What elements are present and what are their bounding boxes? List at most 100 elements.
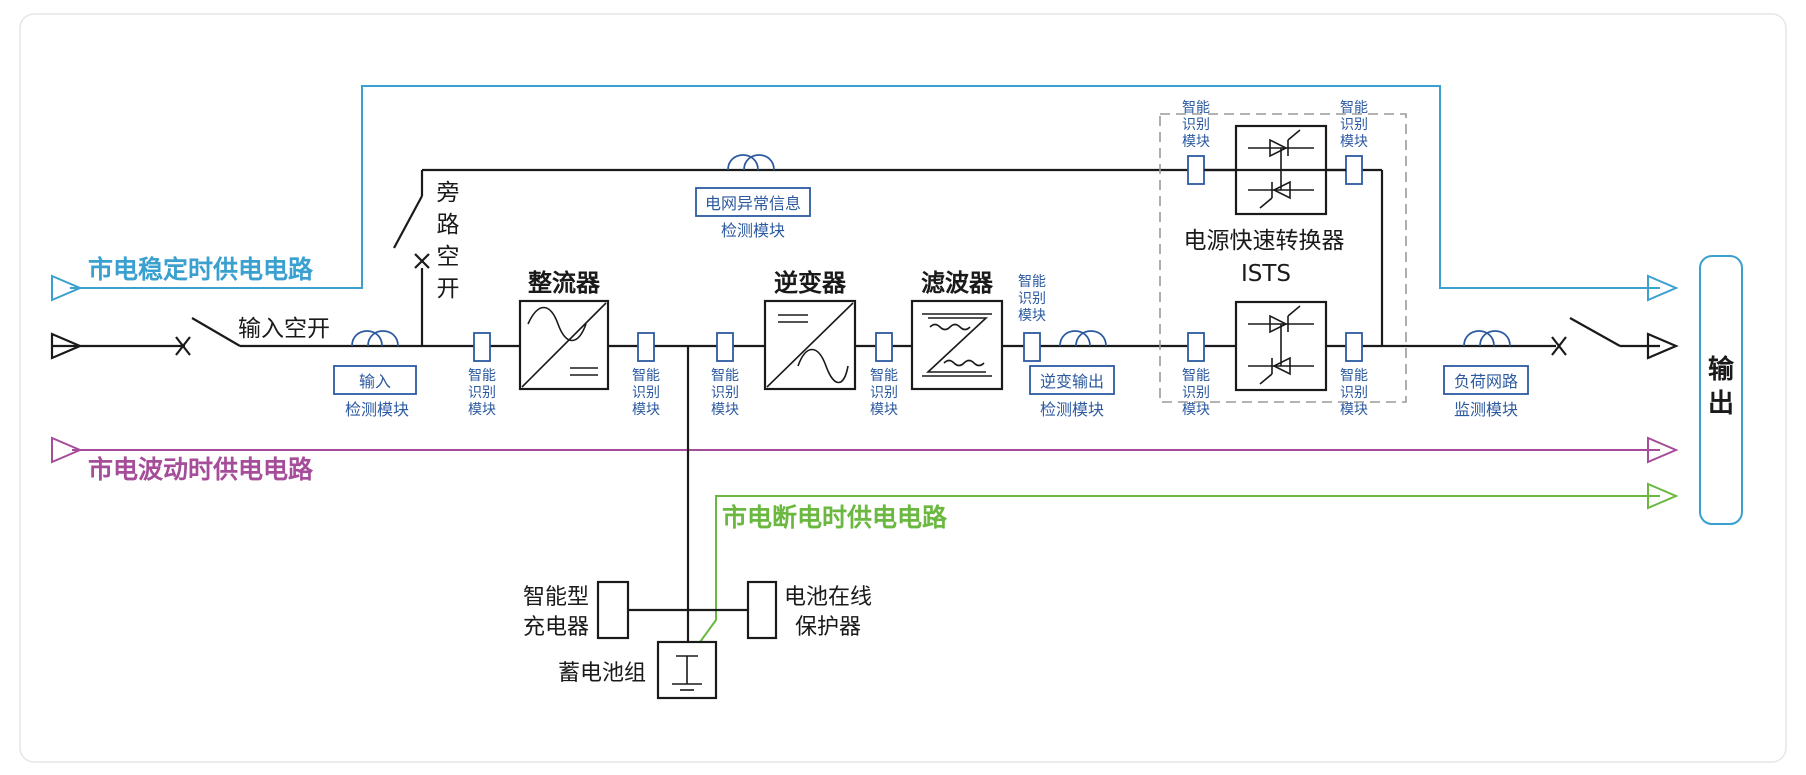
smart-id-box [473, 332, 491, 362]
rectifier-label: 整流器 [528, 269, 601, 297]
svg-text:智能: 智能 [632, 368, 660, 384]
svg-text:智能: 智能 [1182, 368, 1210, 384]
input-module-sub: 检测模块 [345, 400, 409, 419]
svg-text:识别: 识别 [1340, 385, 1368, 401]
smart-id-box [1023, 332, 1041, 362]
smart-id-label: 智能 识别 模块 [1018, 274, 1046, 324]
battery-protector [746, 580, 778, 640]
smart-id-label: 智能 识别 模块 [468, 368, 496, 418]
smart-id-label: 智能 识别 模块 [711, 368, 739, 418]
smart-id-label: 智能 识别 模块 [1182, 100, 1210, 150]
stable-path-label: 市电稳定时供电电路 [88, 255, 314, 284]
smart-charger [596, 580, 630, 640]
smart-id-label: 智能 识别 模块 [1340, 100, 1368, 150]
svg-text:智能: 智能 [711, 368, 739, 384]
svg-text:模块: 模块 [1018, 308, 1046, 324]
inverter-output-sub: 检测模块 [1040, 400, 1104, 419]
smart-id-label: 智能 识别 模块 [870, 368, 898, 418]
inverter: 逆变器 [763, 269, 857, 391]
load-monitoring-module: 负荷网路 监测模块 [1443, 330, 1529, 419]
svg-text:模块: 模块 [632, 402, 660, 418]
svg-text:识别: 识别 [870, 385, 898, 401]
fluct-out-arrow [1647, 436, 1679, 464]
svg-text:智能: 智能 [1182, 100, 1210, 116]
svg-text:识别: 识别 [1340, 117, 1368, 133]
smart-id-box [1187, 332, 1205, 362]
outer-frame [19, 13, 1787, 763]
svg-text:智能: 智能 [870, 368, 898, 384]
protector-label-1: 电池在线 [784, 585, 872, 610]
main-bus [50, 168, 1679, 642]
smart-id-label: 智能 识别 模块 [632, 368, 660, 418]
filter: 滤波器 [910, 269, 1004, 391]
svg-text:识别: 识别 [1018, 291, 1046, 307]
smart-id-modules: 智能 识别 模块 智能 识别 模块 智能 识别 模块 智能 识别 模块 智能 识… [468, 100, 1368, 418]
battery-bank [656, 640, 718, 700]
smart-id-label: 智能 识别 模块 [1182, 368, 1210, 418]
input-detection-module: 输入 检测模块 [333, 330, 417, 419]
smart-id-label: 智能 识别 模块 [1340, 368, 1368, 418]
smart-id-box [716, 332, 734, 362]
input-switch-blade [191, 317, 241, 347]
output-arrow [1646, 332, 1679, 360]
svg-text:模块: 模块 [870, 402, 898, 418]
input-module-box-text: 输入 [359, 372, 391, 391]
grid-module-box-text: 电网异常信息 [705, 194, 801, 213]
output-label-1: 输 [1708, 354, 1735, 385]
svg-text:智能: 智能 [1340, 100, 1368, 116]
ists-switcher: 电源快速转换器 ISTS [1159, 113, 1407, 403]
grid-anomaly-module: 电网异常信息 检测模块 [695, 154, 811, 240]
load-module-box-text: 负荷网路 [1454, 372, 1518, 391]
inverter-output-box-text: 逆变输出 [1040, 372, 1104, 391]
ists-dashed-box [1159, 113, 1407, 403]
fluct-in-arrow [51, 436, 83, 464]
output-switch-blade [1569, 317, 1621, 347]
svg-text:旁: 旁 [437, 180, 460, 206]
fluctuation-path: 市电波动时供电电路 [51, 436, 1679, 484]
outage-out-arrow [1647, 482, 1679, 510]
filter-label: 滤波器 [921, 269, 994, 297]
svg-text:开: 开 [437, 276, 460, 302]
inverter-output-module: 逆变输出 检测模块 [1029, 330, 1115, 419]
svg-text:模块: 模块 [1340, 402, 1368, 418]
svg-text:智能: 智能 [1340, 368, 1368, 384]
svg-text:路: 路 [437, 212, 460, 238]
outage-path-label: 市电断电时供电电路 [722, 503, 948, 532]
svg-text:模块: 模块 [1182, 134, 1210, 150]
outage-path: 市电断电时供电电路 [699, 482, 1679, 643]
ists-subtitle: ISTS [1241, 261, 1291, 287]
ists-thyristor-bottom [1234, 300, 1328, 392]
smart-id-box [637, 332, 655, 362]
output-terminal: 输 出 [1699, 255, 1743, 525]
svg-text:识别: 识别 [711, 385, 739, 401]
battery-label: 蓄电池组 [558, 661, 646, 686]
svg-text:智能: 智能 [468, 368, 496, 384]
ists-title: 电源快速转换器 [1184, 228, 1345, 254]
smart-id-box [1345, 155, 1363, 185]
svg-text:模块: 模块 [1340, 134, 1368, 150]
svg-text:模块: 模块 [711, 402, 739, 418]
svg-text:智能: 智能 [1018, 274, 1046, 290]
svg-text:识别: 识别 [468, 385, 496, 401]
charger-label-1: 智能型 [523, 585, 589, 610]
stable-in-arrow [51, 274, 83, 302]
svg-text:识别: 识别 [1182, 117, 1210, 133]
svg-text:识别: 识别 [1182, 385, 1210, 401]
stable-out-arrow [1647, 274, 1679, 302]
smart-id-box [1345, 332, 1363, 362]
bypass-switch-blade [393, 195, 423, 249]
stable-path: 市电稳定时供电电路 [51, 85, 1679, 302]
smart-id-box [1187, 155, 1205, 185]
smart-id-box [875, 332, 893, 362]
bypass-switch-label: 旁 路 空 开 [437, 180, 460, 302]
inverter-label: 逆变器 [774, 269, 847, 297]
load-module-sub: 监测模块 [1454, 400, 1518, 419]
svg-text:模块: 模块 [1182, 402, 1210, 418]
battery-section: 智能型 充电器 电池在线 保护器 蓄电池组 [523, 580, 872, 700]
fluctuation-path-label: 市电波动时供电电路 [88, 455, 314, 484]
charger-label-2: 充电器 [523, 615, 589, 640]
protector-label-2: 保护器 [795, 615, 861, 640]
input-switch-label: 输入空开 [238, 316, 330, 342]
